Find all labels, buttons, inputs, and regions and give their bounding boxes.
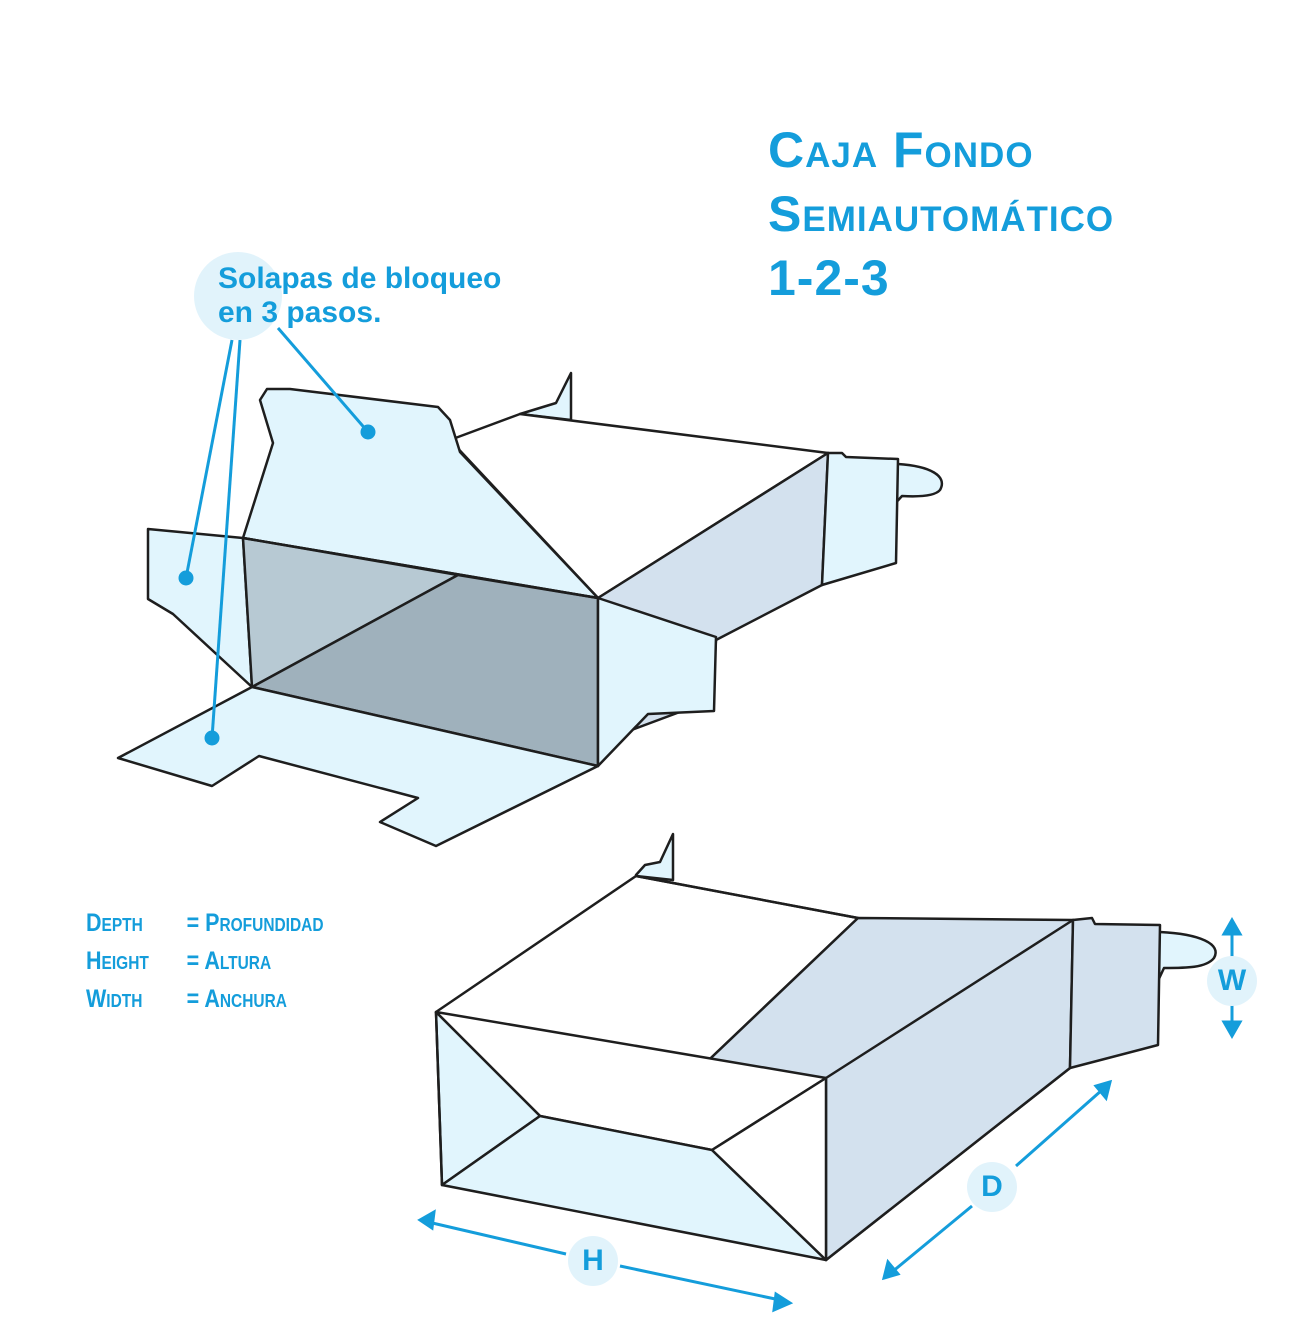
assembled-tuck-flap: [1148, 930, 1217, 1000]
arrow-left-icon: [417, 1209, 436, 1231]
arrow-down-left-icon: [881, 1258, 901, 1281]
locking-flap-left: [146, 527, 254, 689]
locking-flap-bottom: [116, 685, 600, 848]
callout-bubble: [194, 252, 282, 340]
legend-eq: =: [186, 947, 200, 975]
callout-dot-bottom: [204, 730, 220, 746]
title-line-3: 1-2-3: [768, 250, 890, 306]
dimension-label-width: W: [1207, 956, 1257, 1006]
legend-value: Profundidad: [205, 909, 324, 937]
legend-eq: =: [186, 985, 200, 1013]
arrow-up-icon: [1221, 916, 1243, 936]
callout-line-2: en 3 pasos.: [218, 296, 382, 329]
title-line-2: Semiautomático: [768, 186, 1115, 242]
legend-key: Depth: [86, 909, 143, 937]
legend-row-depth: Depth = Profundidad: [86, 904, 324, 942]
callout-dot-left: [178, 570, 194, 586]
dimension-label-height: H: [568, 1236, 618, 1286]
arrow-down-icon: [1221, 1020, 1243, 1040]
page-title: Caja Fondo Semiautomático 1-2-3: [768, 118, 1114, 310]
legend-eq: =: [186, 909, 200, 937]
callout-line-1: Solapas de bloqueo: [218, 262, 502, 295]
legend-key: Height: [86, 947, 149, 975]
assembled-back-tab: [634, 832, 675, 882]
legend-key: Width: [86, 985, 143, 1013]
legend-value: Altura: [204, 947, 272, 975]
arrow-up-right-icon: [1093, 1079, 1113, 1102]
dimension-label-depth: D: [967, 1162, 1017, 1212]
legend-row-height: Height = Altura: [86, 942, 324, 980]
dimension-legend: Depth = Profundidad Height = Altura Widt…: [86, 904, 324, 1018]
back-tab-flap: [518, 371, 573, 422]
dimension-arrows: [417, 916, 1243, 1313]
title-line-1: Caja Fondo: [768, 122, 1034, 178]
callout-text: Solapas de bloqueo en 3 pasos.: [218, 262, 501, 330]
callout-leaders: [178, 327, 376, 746]
assembled-end-flap: [1068, 916, 1162, 1070]
locking-flap-top: [241, 387, 600, 600]
legend-value: Anchura: [204, 985, 287, 1013]
legend-row-width: Width = Anchura: [86, 980, 324, 1018]
callout-dot-top: [360, 424, 376, 440]
arrow-right-icon: [772, 1291, 794, 1313]
end-flap-front: [596, 596, 718, 768]
end-flap-right: [820, 451, 900, 587]
assembled-front-right: [710, 1076, 828, 1262]
